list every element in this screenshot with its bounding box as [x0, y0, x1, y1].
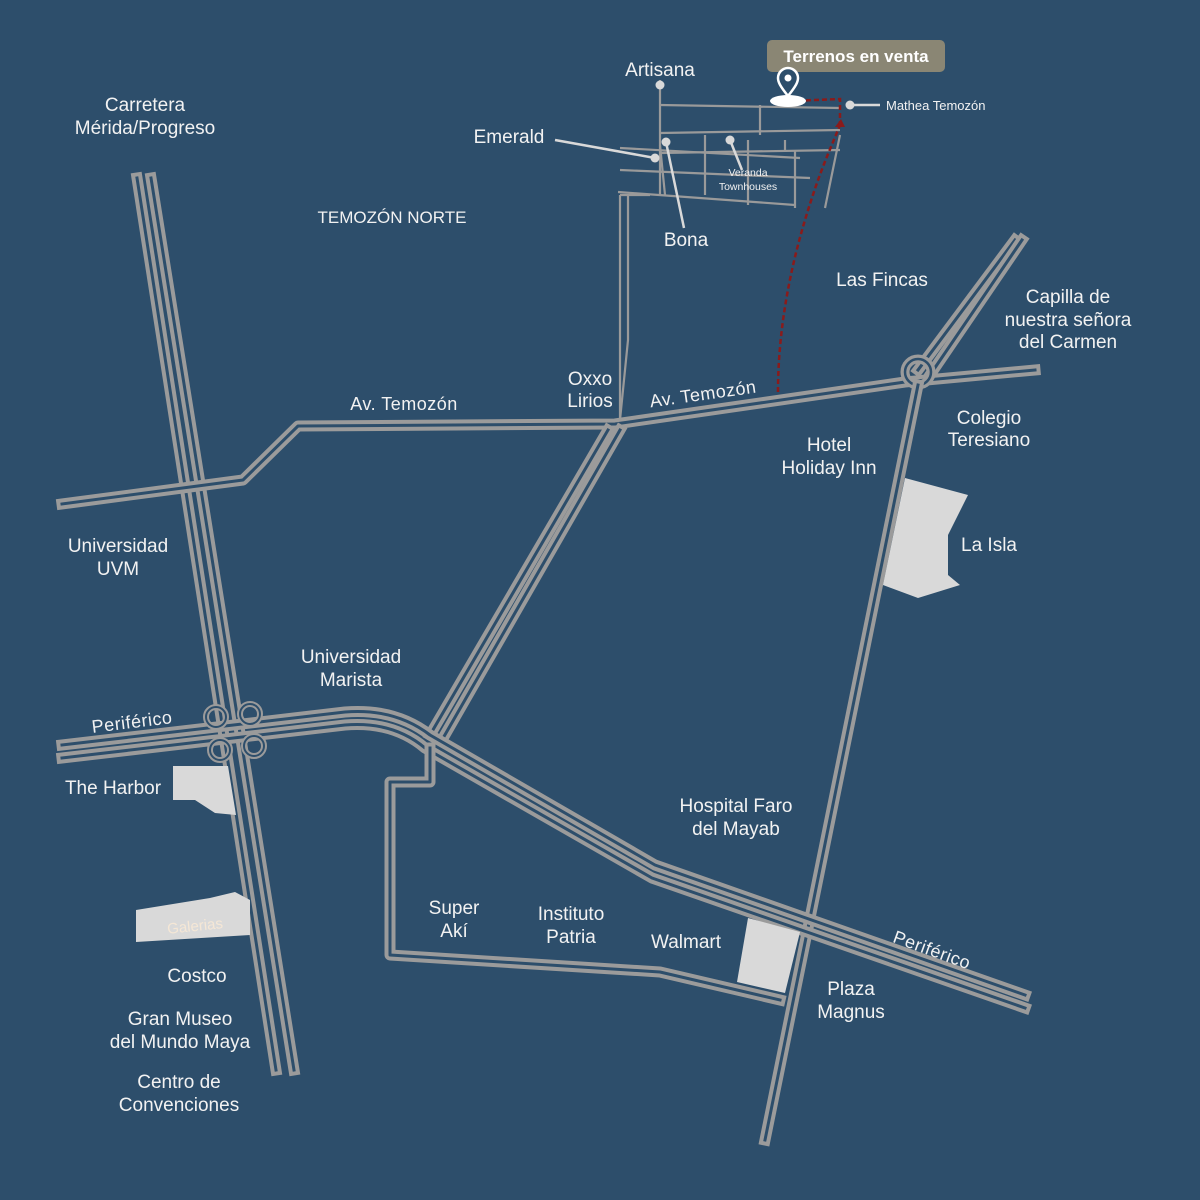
- leaders: [554, 80, 880, 229]
- label-capilla-1: Capilla de: [1026, 287, 1111, 308]
- label-veranda-2: Townhouses: [719, 181, 777, 193]
- label-oxxo-2: Lirios: [567, 391, 612, 412]
- la-isla-block: [883, 478, 968, 598]
- label-hotel-2: Holiday Inn: [781, 458, 876, 479]
- road-lower-loop: [384, 742, 787, 1007]
- label-artisana: Artisana: [625, 60, 695, 81]
- label-emerald: Emerald: [474, 127, 545, 148]
- land-blocks: [136, 478, 968, 993]
- label-mathea: Mathea Temozón: [886, 98, 986, 113]
- label-oxxo-1: Oxxo: [568, 369, 612, 390]
- label-centro-2: Convenciones: [119, 1095, 239, 1116]
- label-capilla-3: del Carmen: [1019, 332, 1117, 353]
- terrenos-badge[interactable]: Terrenos en venta: [767, 40, 945, 72]
- label-bona: Bona: [664, 230, 709, 251]
- street-grid: [617, 80, 842, 421]
- major-roads: [55, 171, 1041, 1147]
- label-hotel-1: Hotel: [807, 435, 851, 456]
- label-hospital-1: Hospital Faro: [680, 796, 793, 817]
- galerias-block: [136, 892, 250, 942]
- label-marista-1: Universidad: [301, 647, 401, 668]
- label-instituto-1: Instituto: [538, 904, 605, 925]
- label-uvm-1: Universidad: [68, 536, 168, 557]
- label-the-harbor: The Harbor: [65, 778, 162, 799]
- label-instituto-2: Patria: [546, 927, 596, 948]
- label-centro-1: Centro de: [137, 1072, 220, 1093]
- label-colegio-2: Teresiano: [948, 430, 1030, 451]
- label-la-isla: La Isla: [961, 535, 1017, 556]
- label-super-aki-2: Akí: [440, 921, 468, 942]
- label-temozon-norte: TEMOZÓN NORTE: [318, 208, 467, 227]
- label-veranda-1: Veranda: [728, 167, 767, 179]
- label-galerias: Galerias: [166, 915, 223, 938]
- labels: Carretera Mérida/Progreso TEMOZÓN NORTE …: [65, 60, 1132, 1116]
- route-to-terrenos: [776, 124, 842, 393]
- label-super-aki-1: Super: [429, 898, 480, 919]
- label-carretera-2: Mérida/Progreso: [75, 118, 215, 139]
- label-las-fincas: Las Fincas: [836, 270, 928, 291]
- label-costco: Costco: [167, 966, 226, 987]
- walmart-block: [737, 918, 800, 993]
- label-plaza-2: Magnus: [817, 1002, 885, 1023]
- label-colegio-1: Colegio: [957, 408, 1021, 429]
- label-plaza-1: Plaza: [827, 979, 875, 1000]
- label-gran-museo-1: Gran Museo: [128, 1009, 233, 1030]
- label-av-temozon-left: Av. Temozón: [350, 394, 458, 414]
- map-pin-icon[interactable]: [770, 66, 806, 107]
- label-carretera-1: Carretera: [105, 95, 186, 116]
- label-walmart: Walmart: [651, 932, 722, 953]
- badge-text: Terrenos en venta: [783, 47, 929, 66]
- label-uvm-2: UVM: [97, 559, 139, 580]
- the-harbor-block: [173, 766, 236, 815]
- label-gran-museo-2: del Mundo Maya: [110, 1032, 251, 1053]
- label-hospital-2: del Mayab: [692, 819, 780, 840]
- label-capilla-2: nuestra señora: [1005, 310, 1132, 331]
- label-marista-2: Marista: [320, 670, 383, 691]
